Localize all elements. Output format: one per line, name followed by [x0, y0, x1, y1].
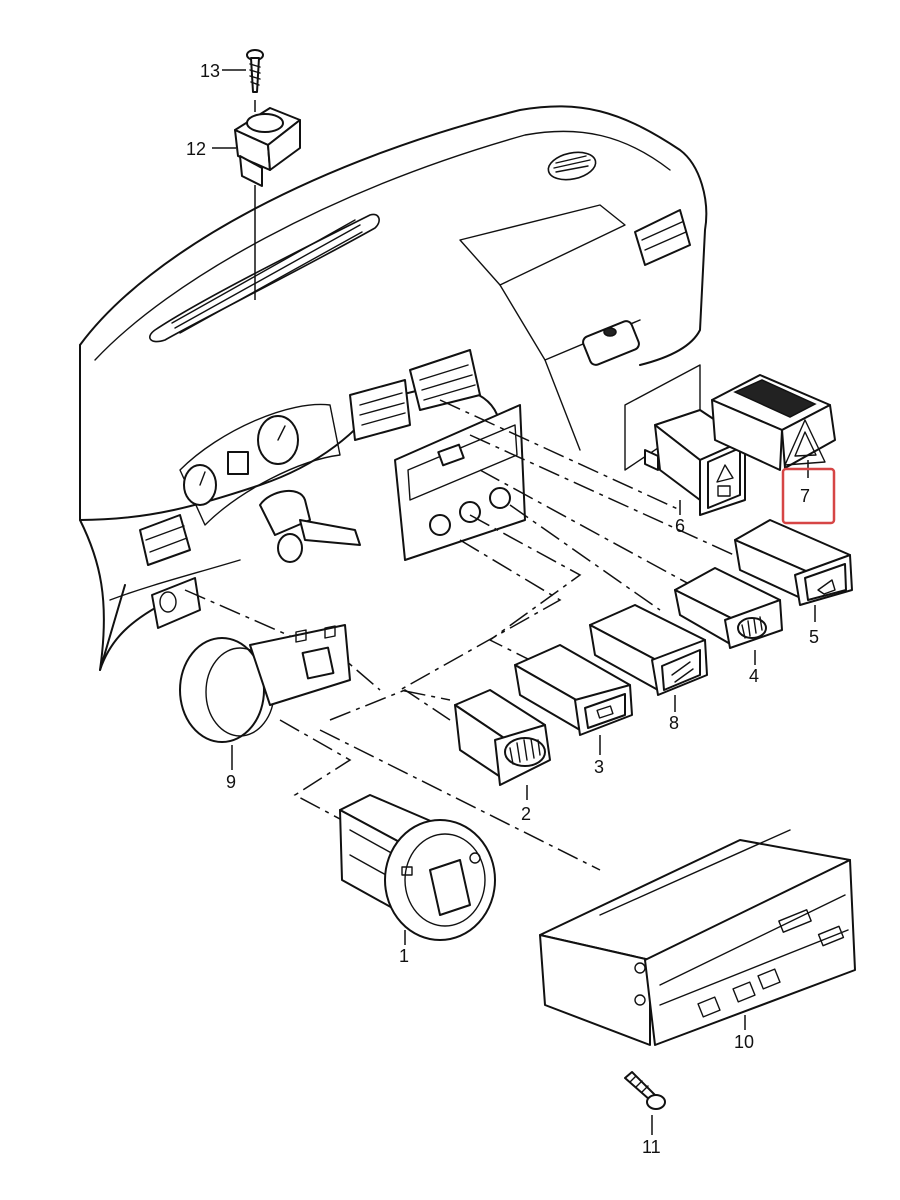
callout-5: 5	[809, 627, 819, 647]
gauge-display	[227, 451, 249, 475]
knob-left	[429, 514, 451, 536]
part-12-interior-light	[234, 100, 301, 300]
part-5-switch	[734, 519, 853, 606]
part-8-switch	[589, 604, 708, 696]
side-vent-left	[139, 514, 191, 566]
part-9-trim-ring	[179, 624, 351, 743]
callout-13: 13	[200, 61, 220, 81]
part-4-switch	[674, 567, 783, 649]
steering-shaft	[299, 519, 361, 546]
dashboard-panel	[79, 105, 708, 671]
speaker-grille	[547, 151, 597, 181]
glovebox-lock-icon	[603, 327, 617, 337]
callout-11: 11	[642, 1137, 661, 1157]
knob-right	[489, 487, 511, 509]
callout-10: 10	[734, 1032, 754, 1052]
glovebox-handle	[582, 320, 640, 366]
callout-2: 2	[521, 804, 531, 824]
callout-7-highlight-box	[781, 467, 836, 525]
assembly-lines	[184, 399, 746, 871]
part-11-screw	[624, 1071, 666, 1135]
callout-1: 1	[399, 946, 409, 966]
callout-7: 7	[800, 486, 810, 506]
leader-lines	[212, 69, 816, 1030]
callout-12: 12	[186, 139, 206, 159]
instrument-cluster	[179, 403, 341, 526]
callout-9: 9	[226, 772, 236, 792]
part-6-hazard-switch-housing	[624, 364, 746, 516]
part-13-screw	[246, 49, 264, 93]
console-small-switch	[437, 443, 465, 467]
center-console-opening	[394, 404, 526, 561]
part-10-climate-control-unit	[539, 829, 856, 1046]
steering-column-shroud	[259, 489, 311, 536]
callout-6: 6	[675, 516, 685, 536]
part-2-dimmer-switch	[454, 689, 551, 786]
steering-hub	[277, 533, 303, 563]
side-vent-right	[634, 209, 691, 266]
part-3-switch	[514, 644, 633, 736]
part-1-headlight-switch	[339, 794, 496, 941]
center-vent-right	[409, 349, 481, 411]
callout-3: 3	[594, 757, 604, 777]
part-7-hazard-switch	[711, 374, 836, 471]
callout-labels: 13 12 7 6 5 4 8 3 2 9 1 10 11	[186, 61, 836, 1157]
callout-4: 4	[749, 666, 759, 686]
callout-8: 8	[669, 713, 679, 733]
